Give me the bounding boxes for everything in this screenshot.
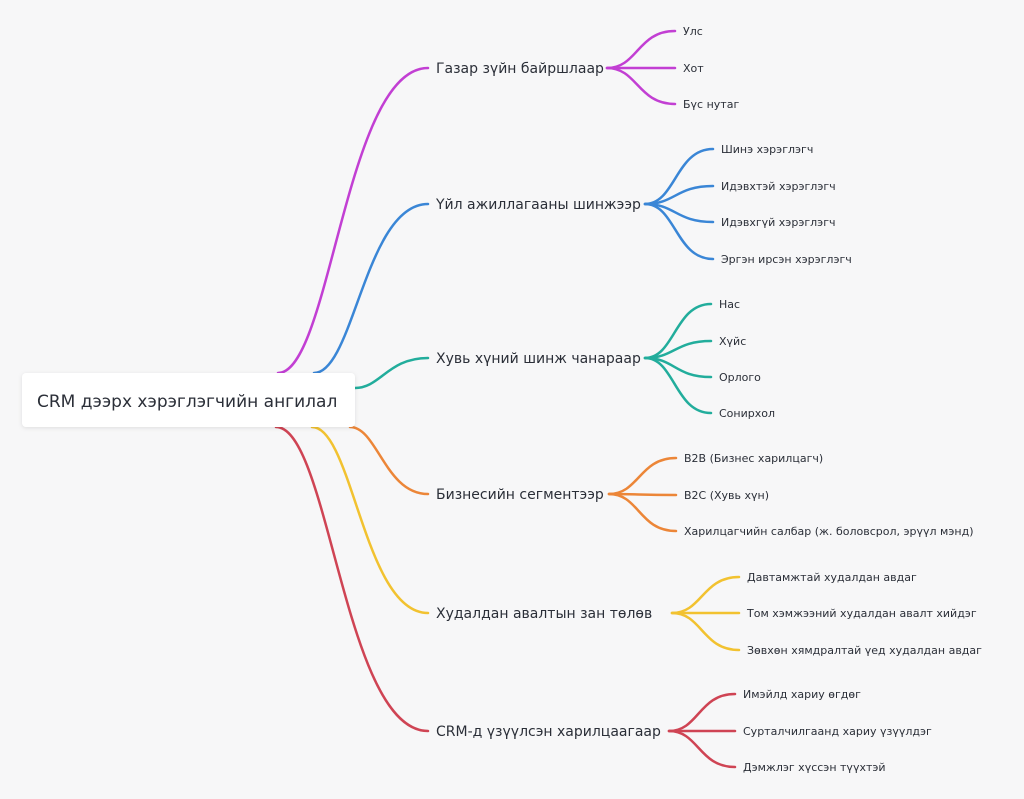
leaf-connector: [643, 356, 713, 415]
leaf-label[interactable]: Улс: [683, 25, 703, 38]
branch-connector: [348, 425, 430, 496]
branch-connector: [310, 425, 430, 615]
leaf-label[interactable]: Харилцагчийн салбар (ж. боловсрол, эрүүл…: [684, 525, 973, 538]
branch-connector: [274, 425, 430, 733]
leaf-label[interactable]: Зөвхөн хямдралтай үед худалдан авдаг: [747, 644, 982, 657]
mindmap-edges: [274, 29, 741, 769]
leaf-connector: [607, 456, 678, 496]
leaf-label[interactable]: Хүйс: [719, 335, 746, 348]
leaf-label[interactable]: Шинэ хэрэглэгч: [721, 143, 813, 156]
leaf-connector: [667, 692, 737, 733]
branch-label[interactable]: Газар зүйн байршлаар: [436, 61, 604, 77]
leaf-label[interactable]: Идэвхгүй хэрэглэгч: [721, 216, 836, 229]
leaf-connector: [670, 611, 741, 652]
leaf-label[interactable]: Эргэн ирсэн хэрэглэгч: [721, 253, 852, 266]
leaf-connector: [643, 202, 715, 261]
leaf-label[interactable]: Бүс нутаг: [683, 98, 739, 111]
leaf-label[interactable]: B2C (Хувь хүн): [684, 489, 769, 502]
root-node-box: [22, 373, 355, 427]
leaf-label[interactable]: B2B (Бизнес харилцагч): [684, 452, 823, 465]
leaf-label[interactable]: Сурталчилгаанд хариу үзүүлдэг: [743, 725, 932, 738]
leaf-connector: [643, 302, 713, 360]
root-node-label: CRM дээрх хэрэглэгчийн ангилал: [37, 392, 337, 412]
branch-connector: [276, 66, 430, 375]
leaf-label[interactable]: Орлого: [719, 371, 761, 384]
leaf-connector: [607, 492, 678, 533]
leaf-connector: [643, 147, 715, 206]
leaf-label[interactable]: Том хэмжээний худалдан авалт хийдэг: [746, 607, 977, 620]
leaf-connector: [667, 729, 737, 769]
leaf-label[interactable]: Давтамжтай худалдан авдаг: [747, 571, 917, 584]
branch-label[interactable]: CRM-д үзүүлсэн харилцаагаар: [436, 724, 661, 740]
leaf-label[interactable]: Сонирхол: [719, 407, 775, 420]
leaf-label[interactable]: Имэйлд хариу өгдөг: [743, 688, 861, 701]
branch-label[interactable]: Үйл ажиллагааны шинжээр: [435, 197, 641, 213]
leaf-label[interactable]: Нас: [719, 298, 740, 311]
branch-label[interactable]: Худалдан авалтын зан төлөв: [436, 606, 652, 622]
leaf-connector: [670, 575, 741, 615]
leaf-connector: [605, 66, 677, 106]
branch-connector: [312, 202, 430, 375]
branch-connector: [353, 356, 430, 390]
branch-label[interactable]: Бизнесийн сегментээр: [436, 487, 604, 503]
leaf-label[interactable]: Хот: [683, 62, 704, 75]
leaf-connector: [605, 29, 677, 70]
leaf-label[interactable]: Идэвхтэй хэрэглэгч: [721, 180, 836, 193]
branch-label[interactable]: Хувь хүний шинж чанараар: [436, 351, 641, 367]
root-node[interactable]: CRM дээрх хэрэглэгчийн ангилал: [22, 373, 355, 427]
leaf-label[interactable]: Дэмжлэг хүссэн түүхтэй: [743, 761, 886, 774]
